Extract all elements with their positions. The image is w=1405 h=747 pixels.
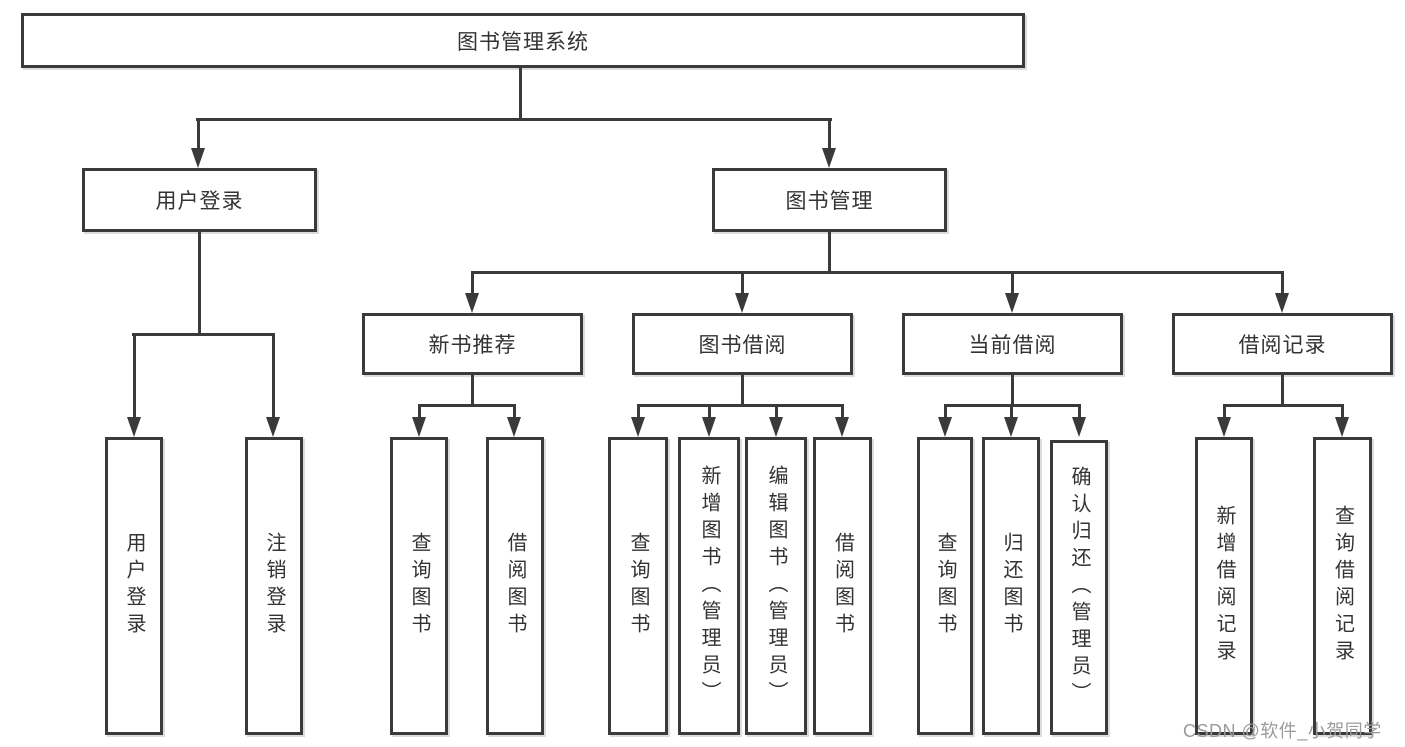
leaf-borrow-query: 查询图书 [608, 437, 668, 735]
arrow-down-icon [702, 417, 716, 437]
leaf-newbook-borrow-label: 借阅图书 [504, 532, 526, 640]
arrow-down-icon [822, 148, 836, 168]
leaf-borrow-edit-label: 编辑图书（管理员） [765, 464, 787, 708]
arrow-down-icon [465, 293, 479, 313]
connector-line [197, 118, 200, 152]
connector-line [1281, 271, 1284, 297]
connector-line [944, 404, 947, 421]
leaf-current-query-label: 查询图书 [934, 532, 956, 640]
connector-line [196, 118, 832, 121]
leaf-record-query: 查询借阅记录 [1313, 437, 1372, 735]
connector-line [708, 404, 711, 421]
node-book-manage: 图书管理 [712, 168, 947, 232]
arrow-down-icon [938, 417, 952, 437]
connector-line [471, 271, 1283, 274]
arrow-down-icon [835, 417, 849, 437]
leaf-borrow-query-label: 查询图书 [627, 532, 649, 640]
leaf-current-confirm-label: 确认归还（管理员） [1068, 466, 1090, 709]
arrow-down-icon [191, 148, 205, 168]
node-root-label: 图书管理系统 [457, 30, 589, 54]
leaf-borrow-add-label: 新增图书（管理员） [698, 464, 720, 708]
connector-line [1078, 404, 1081, 421]
connector-line [1223, 404, 1343, 407]
leaf-borrow-book: 借阅图书 [813, 437, 872, 735]
node-borrow-record-label: 借阅记录 [1238, 334, 1327, 357]
connector-line [471, 271, 474, 297]
arrow-down-icon [1275, 293, 1289, 313]
node-book-manage-label: 图书管理 [785, 190, 874, 213]
connector-line [1281, 375, 1284, 406]
arrow-down-icon [769, 417, 783, 437]
node-new-book-recommend: 新书推荐 [362, 313, 583, 375]
node-current-borrow-label: 当前借阅 [968, 334, 1057, 357]
connector-line [637, 404, 844, 407]
leaf-borrow-edit: 编辑图书（管理员） [745, 437, 807, 735]
leaf-borrow-add: 新增图书（管理员） [678, 437, 740, 735]
arrow-down-icon [127, 417, 141, 437]
node-book-borrow-label: 图书借阅 [698, 334, 787, 357]
leaf-user-login: 用户登录 [105, 437, 163, 735]
connector-line [1341, 404, 1344, 421]
arrow-down-icon [1072, 417, 1086, 437]
leaf-current-query: 查询图书 [917, 437, 973, 735]
connector-line [828, 232, 831, 274]
connector-line [519, 68, 522, 120]
connector-line [133, 333, 136, 421]
connector-line [741, 271, 744, 297]
leaf-record-add-label: 新增借阅记录 [1213, 505, 1235, 667]
connector-line [1011, 375, 1014, 406]
connector-line [471, 375, 474, 406]
leaf-record-add: 新增借阅记录 [1195, 437, 1253, 735]
leaf-logout: 注销登录 [245, 437, 303, 735]
leaf-borrow-book-label: 借阅图书 [831, 532, 854, 640]
connector-line [418, 404, 421, 421]
arrow-down-icon [1217, 417, 1231, 437]
leaf-user-login-label: 用户登录 [123, 532, 145, 640]
leaf-logout-label: 注销登录 [263, 532, 285, 640]
connector-line [741, 375, 744, 406]
leaf-current-confirm: 确认归还（管理员） [1050, 440, 1108, 735]
arrow-down-icon [1004, 417, 1018, 437]
arrow-down-icon [1335, 417, 1349, 437]
leaf-record-query-label: 查询借阅记录 [1331, 505, 1354, 667]
leaf-newbook-query: 查询图书 [390, 437, 448, 735]
connector-line [418, 404, 516, 407]
node-book-borrow: 图书借阅 [632, 313, 853, 375]
connector-line [775, 404, 778, 421]
connector-line [132, 333, 275, 336]
arrow-down-icon [1005, 293, 1019, 313]
leaf-newbook-borrow: 借阅图书 [486, 437, 544, 735]
node-new-book-recommend-label: 新书推荐 [428, 334, 517, 357]
connector-line [1223, 404, 1226, 421]
leaf-current-return-label: 归还图书 [1000, 532, 1022, 640]
node-current-borrow: 当前借阅 [902, 313, 1123, 375]
arrow-down-icon [412, 417, 426, 437]
node-user-login: 用户登录 [82, 168, 317, 232]
arrow-down-icon [507, 417, 521, 437]
connector-line [272, 333, 275, 421]
connector-line [1011, 271, 1014, 297]
connector-line [841, 404, 844, 421]
leaf-newbook-query-label: 查询图书 [408, 532, 430, 640]
leaf-current-return: 归还图书 [982, 437, 1040, 735]
arrow-down-icon [266, 417, 280, 437]
node-user-login-label: 用户登录 [155, 190, 244, 213]
connector-line [1010, 404, 1013, 421]
connector-line [637, 404, 640, 421]
arrow-down-icon [735, 293, 749, 313]
node-borrow-record: 借阅记录 [1172, 313, 1393, 375]
arrow-down-icon [631, 417, 645, 437]
connector-line [513, 404, 516, 421]
connector-line [828, 118, 831, 152]
csdn-watermark: CSDN @软件_小贺同学 [1183, 721, 1382, 741]
node-root: 图书管理系统 [21, 13, 1025, 68]
connector-line [198, 232, 201, 335]
